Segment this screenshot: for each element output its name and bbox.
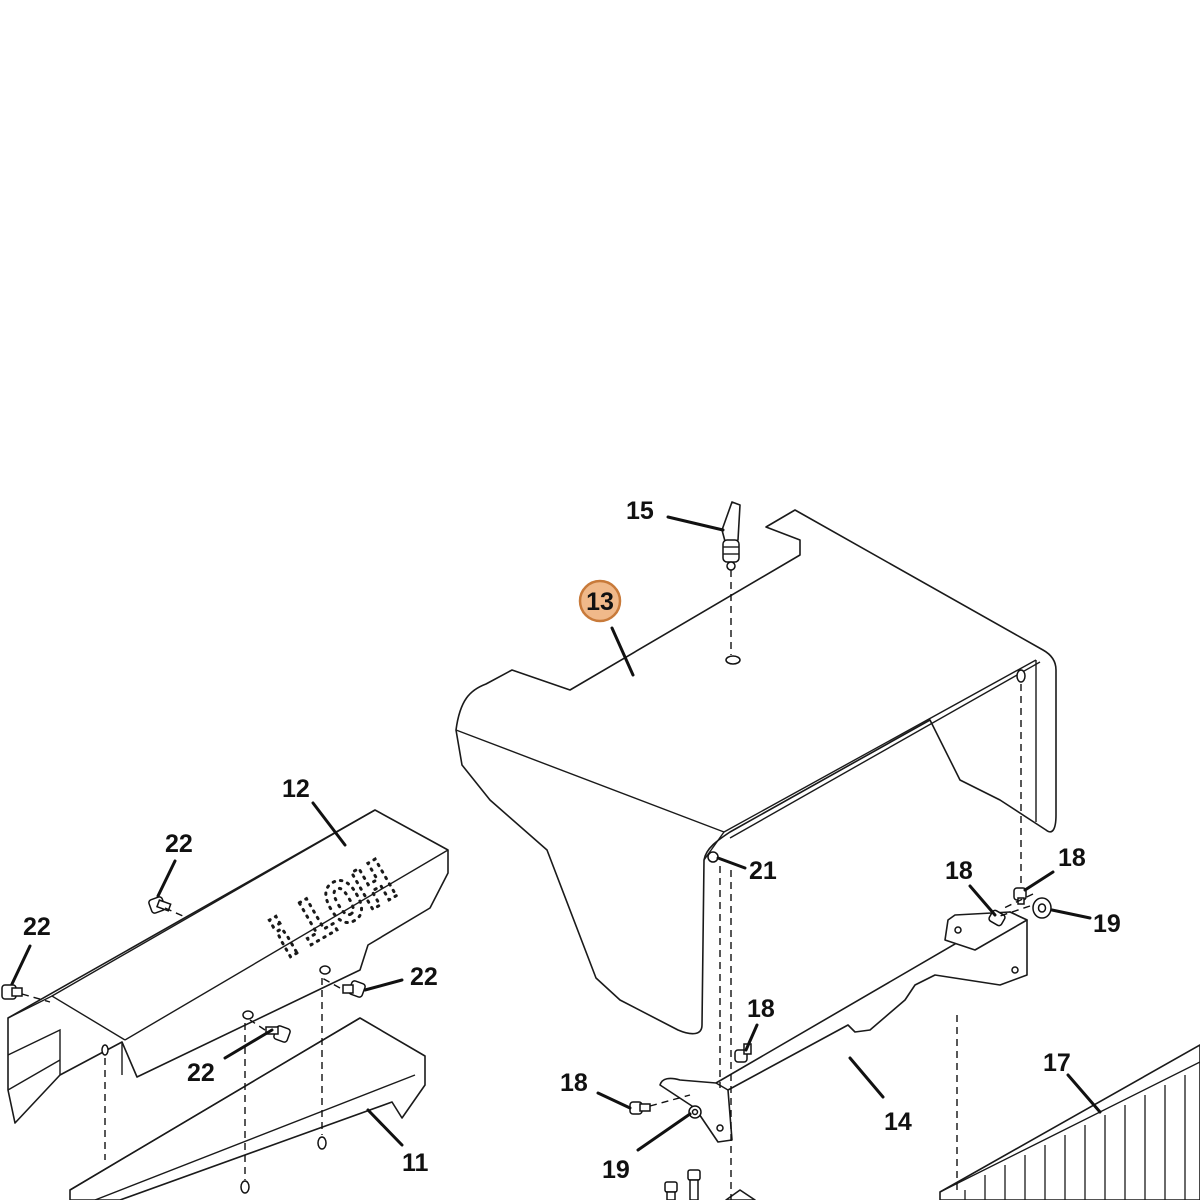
callout-18-upper-left: 18 bbox=[945, 857, 973, 885]
callout-19-bottom: 19 bbox=[602, 1156, 630, 1184]
callout-17: 17 bbox=[1043, 1049, 1071, 1077]
bolt-18-b bbox=[629, 1101, 651, 1115]
part-17-grille bbox=[939, 1044, 1200, 1200]
bolt-18-d bbox=[1013, 887, 1027, 905]
bolt-22-left bbox=[1, 984, 23, 1000]
highlight-13-marker bbox=[578, 579, 622, 623]
hardware bbox=[1, 887, 1052, 1200]
callout-labels: 15 13 12 22 22 22 22 11 21 18 18 19 18 1… bbox=[23, 497, 1121, 1184]
callout-21: 21 bbox=[749, 857, 777, 885]
callout-22-left: 22 bbox=[23, 913, 51, 941]
callout-11: 11 bbox=[402, 1149, 429, 1177]
lower-mount-stub bbox=[725, 1189, 756, 1200]
bolt-bottom bbox=[664, 1169, 701, 1200]
bolt-22-top bbox=[148, 896, 172, 914]
leader-lines bbox=[10, 515, 1102, 1152]
callout-18-upper-right: 18 bbox=[1058, 844, 1086, 872]
bolt-22-right bbox=[342, 980, 366, 998]
bolt-22-lower bbox=[265, 1025, 291, 1043]
callout-19-right: 19 bbox=[1093, 910, 1121, 938]
callout-18-middle: 18 bbox=[747, 995, 775, 1023]
part-15-latch bbox=[721, 501, 741, 571]
assembly-lines bbox=[21, 570, 1034, 1200]
part-14-bracket bbox=[659, 911, 1028, 1143]
callout-13: 13 bbox=[586, 588, 614, 616]
callout-12: 12 bbox=[282, 775, 310, 803]
callout-22-lower: 22 bbox=[187, 1059, 215, 1087]
part-11-lower-rail bbox=[69, 1017, 426, 1200]
part-13-cover bbox=[455, 509, 1057, 1035]
callout-22-right: 22 bbox=[410, 963, 438, 991]
callout-14: 14 bbox=[884, 1108, 912, 1136]
callout-15: 15 bbox=[626, 497, 654, 525]
callout-18-left: 18 bbox=[560, 1069, 588, 1097]
washer-19-right bbox=[1032, 897, 1052, 919]
callout-22-top: 22 bbox=[165, 830, 193, 858]
